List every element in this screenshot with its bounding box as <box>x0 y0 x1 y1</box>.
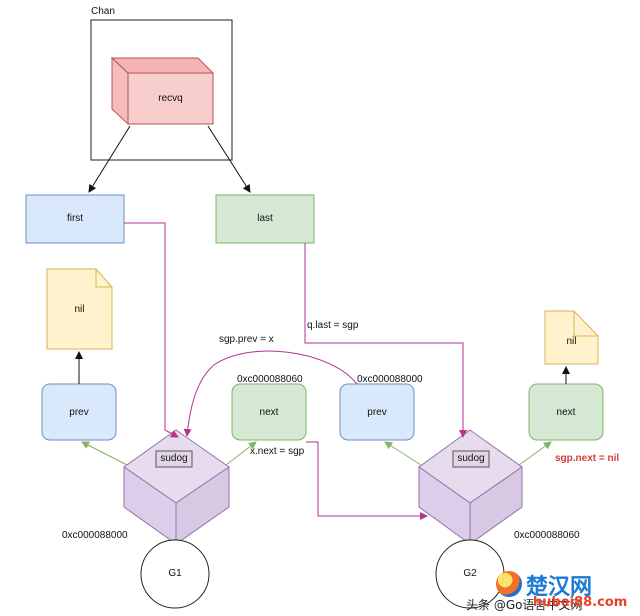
chan-box <box>90 19 233 161</box>
first-box <box>25 194 125 244</box>
nil-doc-left-fold <box>95 269 112 288</box>
next-box-g1 <box>231 383 307 441</box>
annotation-sgp-prev: sgp.prev = x <box>219 334 274 345</box>
arrow-sudog-g2-prev <box>384 441 422 466</box>
last-box <box>215 194 315 244</box>
arrow-sudog-g1-prev <box>81 441 128 466</box>
arrow-sudog-g1-next <box>225 441 257 466</box>
sudog-label-g1: sudog <box>160 453 188 464</box>
annotation-addr-g2: 0xc000088060 <box>514 530 580 541</box>
annotation-q-last: q.last = sgp <box>307 320 359 331</box>
annotation-addr-prev-g2: 0xc000088000 <box>357 374 423 385</box>
g2-label: G2 <box>463 568 477 579</box>
annotation-addr-next-g1: 0xc000088060 <box>237 374 303 385</box>
prev-label-g1: prev <box>69 407 89 418</box>
arrow-last-sudog-g2 <box>304 243 467 438</box>
first-label: first <box>66 213 84 224</box>
recvq-label: recvq <box>158 93 183 104</box>
annotation-addr-g1: 0xc000088000 <box>62 530 128 541</box>
arrow-prev-g2-sudog-g1 <box>183 350 358 437</box>
arrow-recvq-last <box>207 125 251 193</box>
nil-label-right: nil <box>566 336 577 347</box>
arrow-sudog-g2-next <box>518 441 552 466</box>
prev-box-g2 <box>339 383 415 441</box>
nil-doc-left <box>46 268 113 350</box>
next-label-g1: next <box>259 407 279 418</box>
next-label-g2: next <box>556 407 576 418</box>
prev-label-g2: prev <box>367 407 387 418</box>
nil-label-left: nil <box>74 304 85 315</box>
arrow-recvq-first <box>88 125 131 193</box>
g1-label: G1 <box>168 568 182 579</box>
arrow-next-g1-sudog-g2 <box>306 441 428 520</box>
nil-doc-right <box>544 310 599 365</box>
nil-doc-right-fold <box>573 311 598 337</box>
sudog-label-g2: sudog <box>457 453 485 464</box>
chan-label: Chan <box>91 6 115 17</box>
recvq-cube <box>110 56 215 126</box>
arrow-first-sudog-g1 <box>124 222 179 438</box>
last-label: last <box>257 213 273 224</box>
sudog-cube-g1 <box>123 429 230 545</box>
annotation-x-next: x.next = sgp <box>250 446 305 457</box>
sudog-cube-g2 <box>418 429 523 545</box>
g1-circle <box>140 539 210 609</box>
annotation-sgp-next-nil: sgp.next = nil <box>555 453 620 464</box>
